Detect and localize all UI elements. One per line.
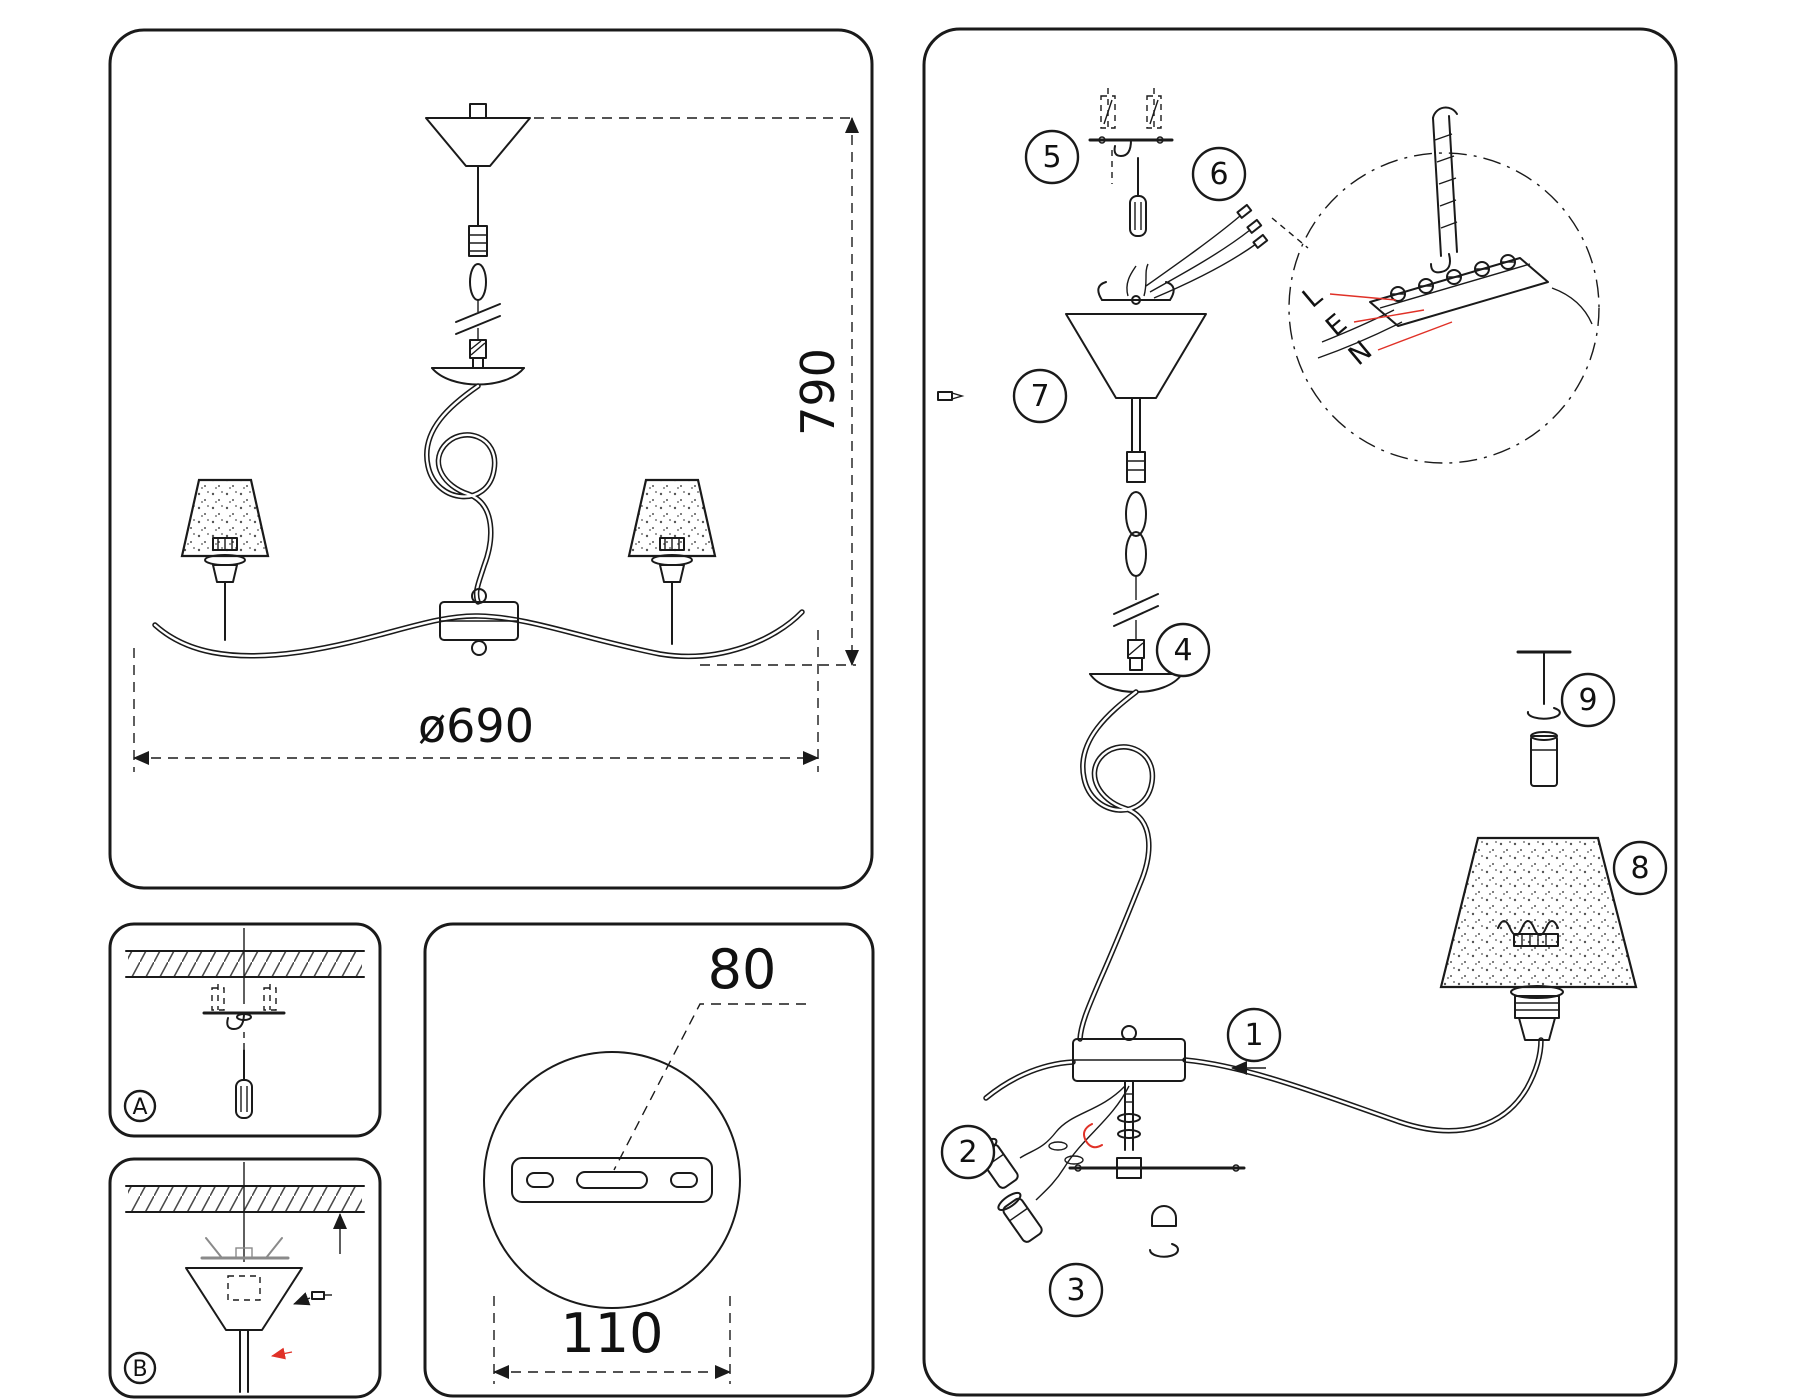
- screwdriver-icon: [235, 1032, 253, 1119]
- side-screw-b: [293, 1291, 332, 1306]
- detail-a-badge: A: [123, 1089, 157, 1123]
- step-9-badge: 9: [1560, 672, 1616, 728]
- canopy: [425, 117, 531, 167]
- detail-circle: [483, 1051, 741, 1309]
- supply-wires: [1145, 203, 1309, 299]
- terminal-screws: [1390, 254, 1516, 302]
- canopy-assembly: [937, 263, 1207, 401]
- dimension-diameter: ø690: [133, 630, 819, 772]
- suspension-assembly: [1077, 397, 1183, 1042]
- fastener-parts: [1068, 1080, 1246, 1258]
- step-5-label: 5: [1042, 140, 1061, 175]
- chandelier-drawing: [152, 103, 805, 660]
- left-lampshade: [180, 478, 270, 641]
- dimension-110: 110: [493, 1296, 731, 1384]
- dimension-80: 80: [613, 938, 806, 1171]
- step-8-label: 8: [1630, 851, 1649, 886]
- height-dim-label: 790: [791, 348, 845, 436]
- step-2-badge: 2: [940, 1124, 996, 1180]
- diameter-dim-label: ø690: [418, 699, 534, 753]
- ceiling-hatch: [125, 950, 365, 978]
- hole-dim-label: 80: [708, 938, 777, 1001]
- socket-parts: [973, 1085, 1130, 1243]
- right-lampshade: [627, 478, 717, 645]
- red-hook: [1083, 1123, 1103, 1149]
- detail-b-badge: B: [123, 1351, 157, 1385]
- step-7-badge: 7: [1012, 368, 1068, 424]
- hub-and-arm: [983, 1025, 1544, 1134]
- step-1-badge: 1: [1226, 1007, 1282, 1063]
- lamp-socket-2: [997, 1191, 1043, 1243]
- step-8-badge: 8: [1612, 840, 1668, 896]
- step-1-label: 1: [1244, 1018, 1263, 1053]
- step-4-badge: 4: [1155, 622, 1211, 678]
- step-9-label: 9: [1578, 683, 1597, 718]
- red-screw-arrow: [271, 1347, 293, 1360]
- hanging-hook: [1430, 106, 1458, 274]
- detail-b-label: B: [132, 1357, 147, 1382]
- step-2-label: 2: [958, 1135, 977, 1170]
- bracket-plate: [511, 1157, 713, 1203]
- step-3-badge: 3: [1048, 1262, 1104, 1318]
- exploded-view-panel: 5 6: [922, 27, 1678, 1397]
- canopy-b: [185, 1267, 303, 1393]
- step-3-label: 3: [1066, 1273, 1085, 1308]
- ceiling-hatch-b: [125, 1185, 365, 1213]
- plate-dim-label: 110: [560, 1302, 663, 1365]
- detail-a-panel: A: [108, 922, 382, 1138]
- step-7-label: 7: [1030, 379, 1049, 414]
- terminal-block: [1317, 254, 1593, 359]
- anchor-hook-assembly: [1088, 88, 1174, 237]
- step-6-badge: 6: [1191, 146, 1247, 202]
- main-view-panel: 790 ø690: [108, 28, 874, 890]
- step-6-label: 6: [1209, 157, 1228, 192]
- hook-anchor-assembly: [202, 984, 286, 1030]
- exploded-lampshade: [1439, 836, 1638, 1041]
- center-hub: [439, 588, 519, 656]
- dimension-height: 790: [534, 117, 859, 666]
- detail-b-panel: B: [108, 1157, 382, 1399]
- step-5-badge: 5: [1024, 129, 1080, 185]
- threaded-connector: [468, 225, 488, 257]
- canopy-screw: [937, 391, 965, 401]
- mounting-bracket-b: [200, 1237, 290, 1260]
- finial-assembly: [1516, 650, 1572, 787]
- detail-a-label: A: [132, 1095, 147, 1120]
- length-break-symbol: [455, 303, 501, 335]
- step-4-label: 4: [1173, 633, 1192, 668]
- bracket-detail-panel: 80 110: [423, 922, 875, 1398]
